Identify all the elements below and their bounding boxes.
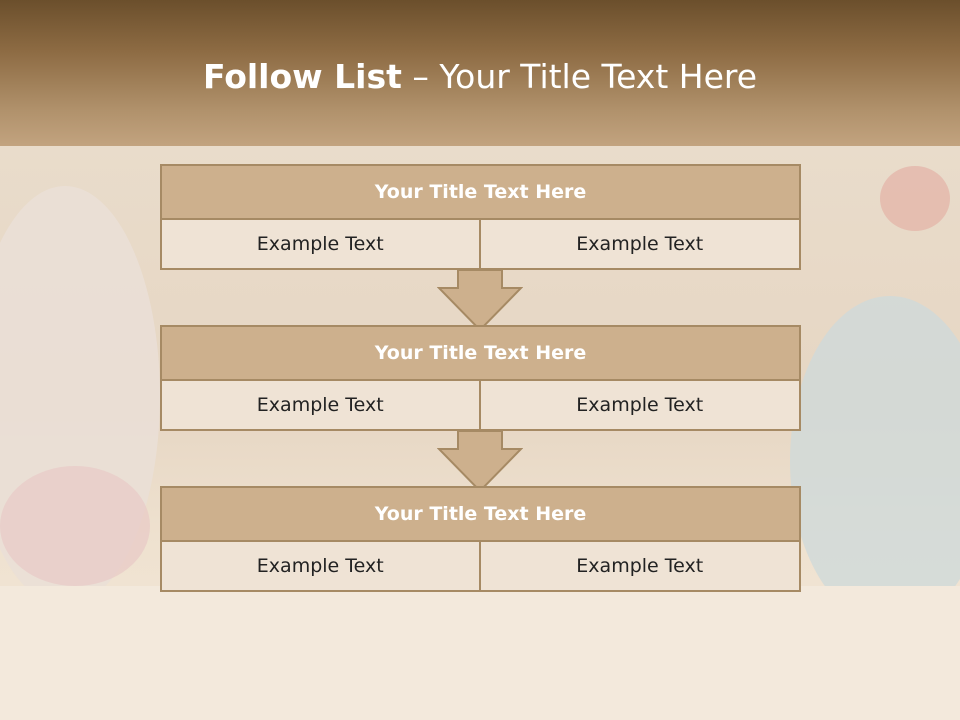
step-cell-right: Example Text — [480, 542, 801, 592]
slide-title-bold: Follow List — [202, 57, 402, 96]
step-cells: Example Text Example Text — [160, 542, 801, 592]
step-cell-left: Example Text — [160, 220, 481, 270]
down-arrow-icon — [437, 270, 523, 332]
photo-figure-left-skirt — [0, 466, 150, 586]
step-cell-right: Example Text — [480, 381, 801, 431]
step-title: Your Title Text Here — [160, 486, 801, 542]
step-title: Your Title Text Here — [160, 164, 801, 220]
photo-figure-right — [790, 296, 960, 626]
slide-title: Follow List – Your Title Text Here — [0, 55, 960, 99]
down-arrow-icon — [437, 431, 523, 493]
slide-header: Follow List – Your Title Text Here — [0, 0, 960, 146]
step-1: Your Title Text Here Example Text Exampl… — [160, 164, 801, 270]
photo-lamp — [880, 166, 950, 231]
step-cell-left: Example Text — [160, 381, 481, 431]
photo-floor — [0, 586, 960, 720]
step-cells: Example Text Example Text — [160, 220, 801, 270]
step-3: Your Title Text Here Example Text Exampl… — [160, 486, 801, 592]
step-title: Your Title Text Here — [160, 325, 801, 381]
step-cell-left: Example Text — [160, 542, 481, 592]
step-cells: Example Text Example Text — [160, 381, 801, 431]
slide-title-rest: – Your Title Text Here — [401, 57, 758, 96]
step-cell-right: Example Text — [480, 220, 801, 270]
step-2: Your Title Text Here Example Text Exampl… — [160, 325, 801, 431]
